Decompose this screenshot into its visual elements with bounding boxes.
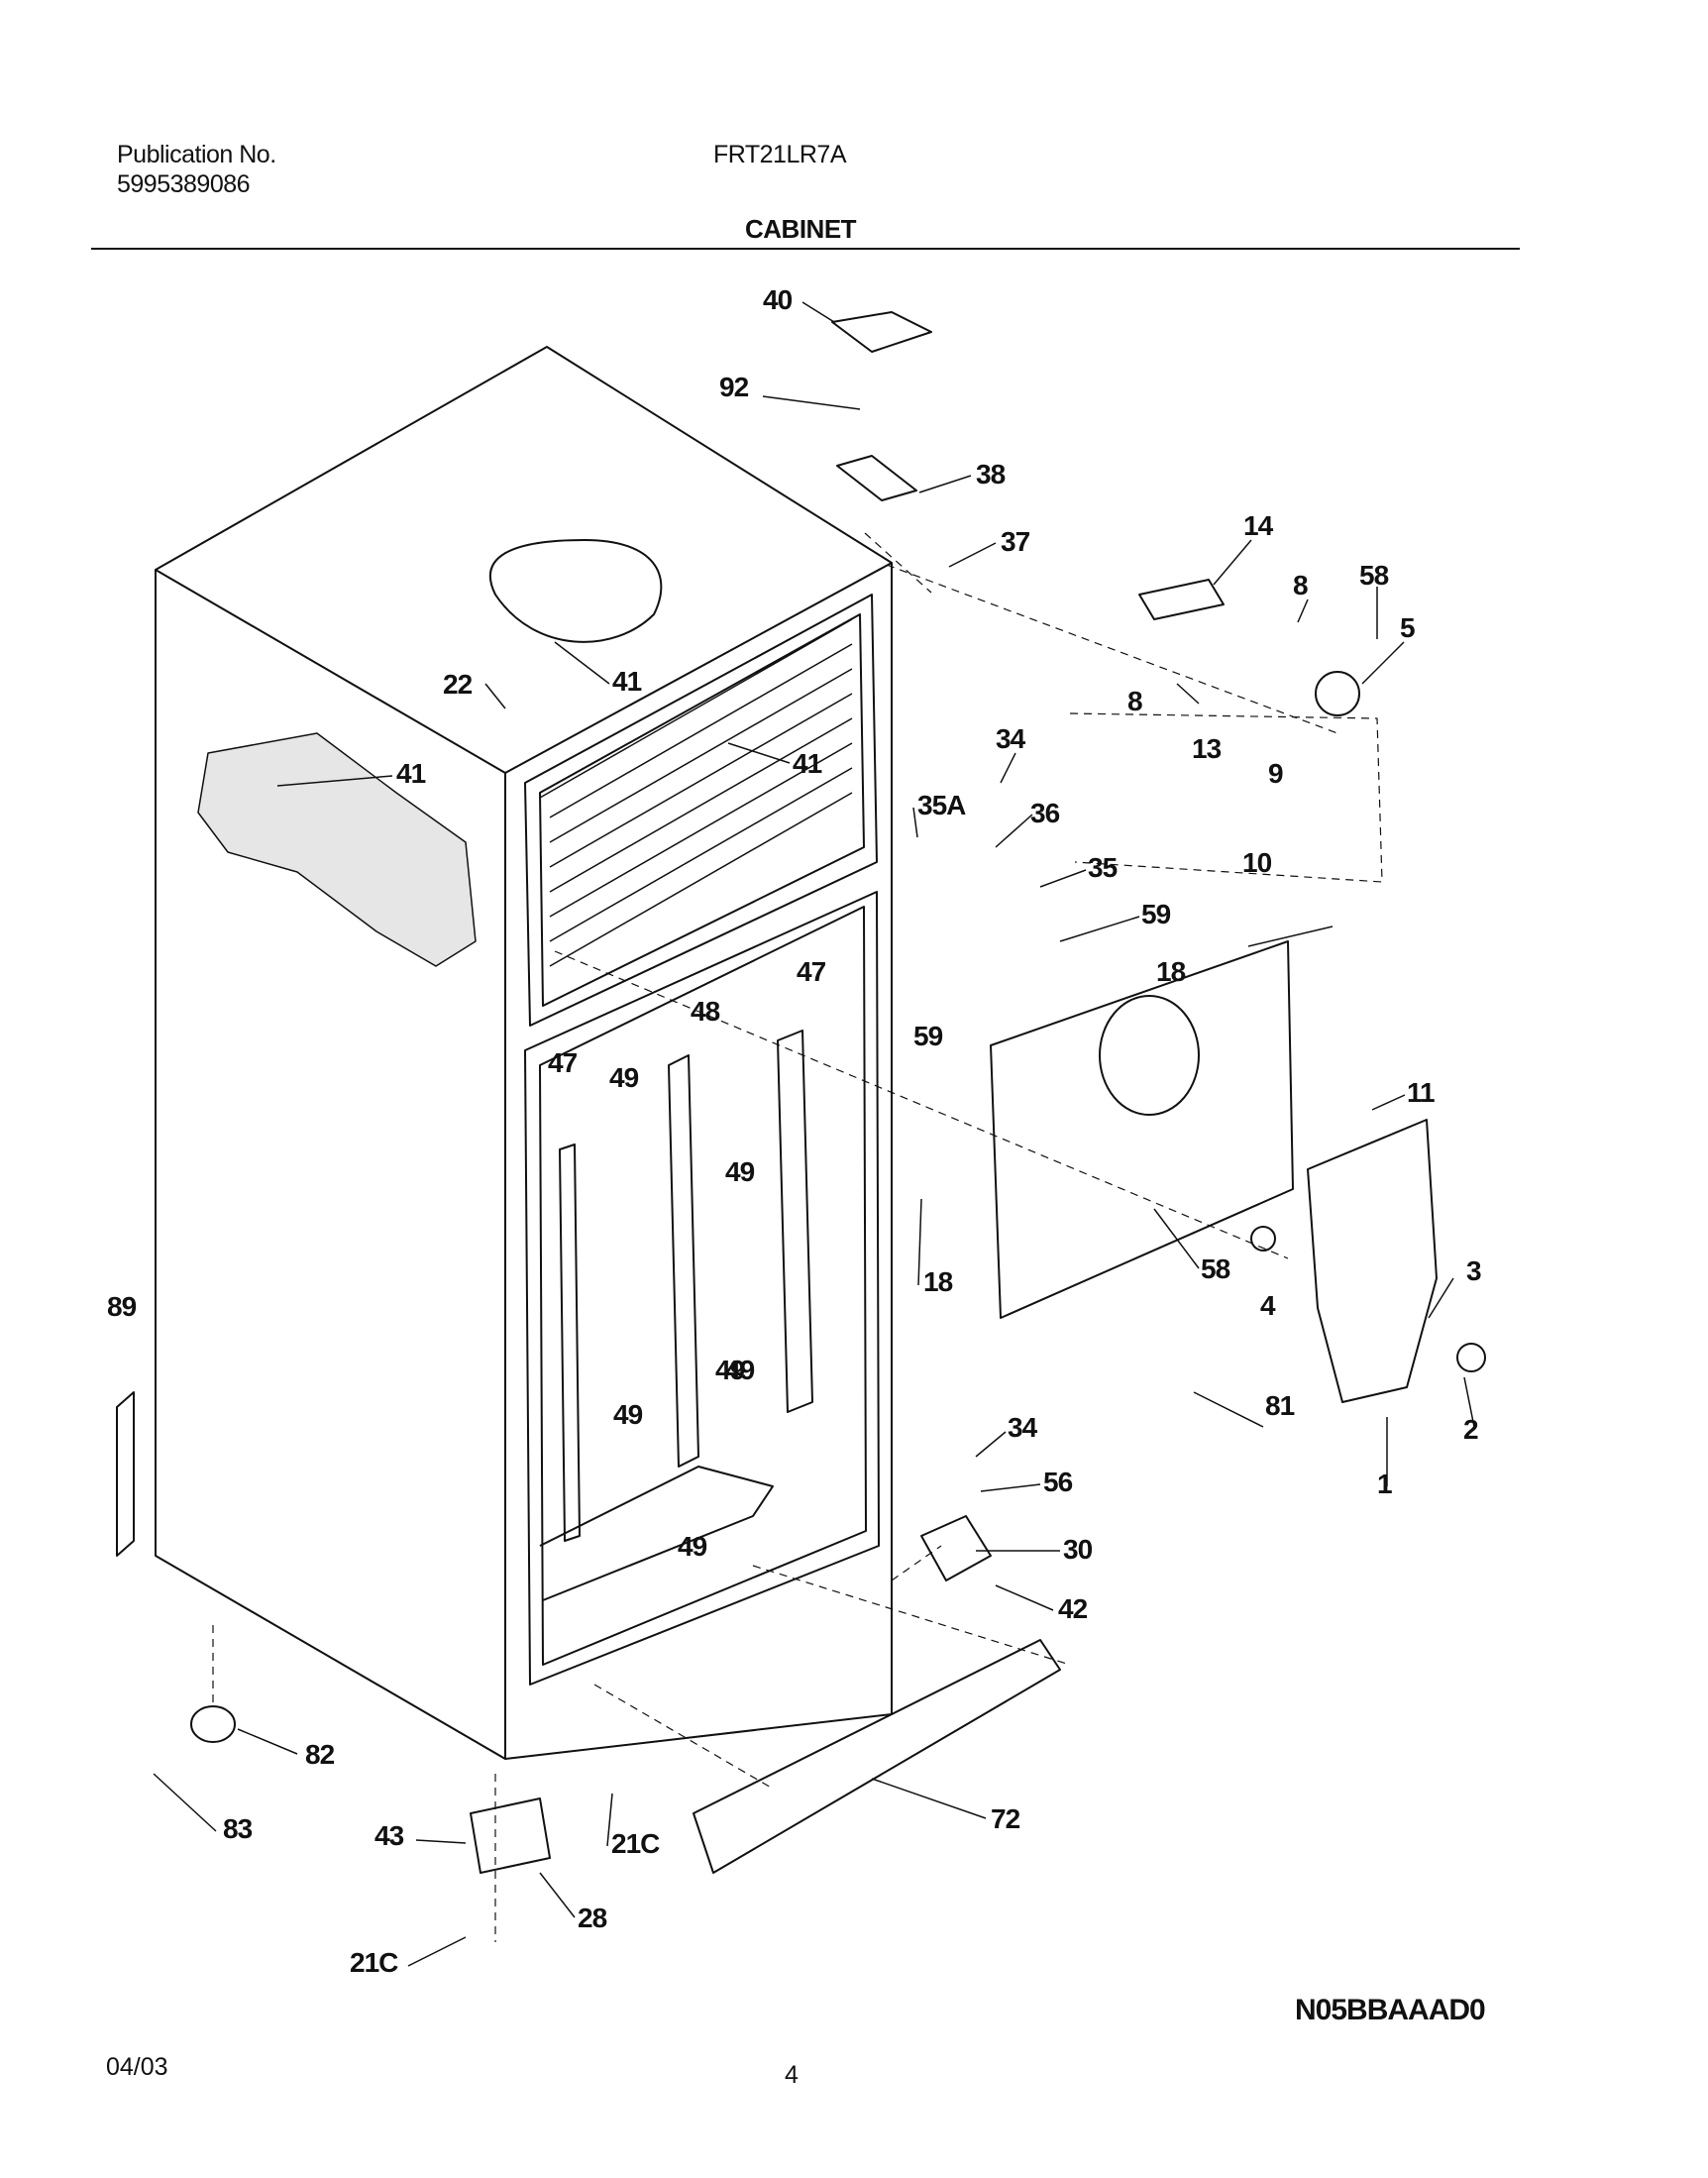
rear-bracket-89 <box>116 1391 135 1557</box>
callout: 58 <box>1201 1253 1230 1284</box>
callout: 35 <box>1088 852 1118 883</box>
callout: 34 <box>996 723 1026 754</box>
header-rule <box>91 248 1520 250</box>
callout: 28 <box>578 1903 607 1933</box>
callout-labels: 40 92 38 37 14 8 58 5 41 22 41 41 34 36 … <box>107 284 1482 1978</box>
shelf-rail-47-right <box>777 1030 813 1413</box>
callout: 42 <box>1058 1593 1088 1624</box>
control-knob-2 <box>1456 1343 1486 1372</box>
callout: 48 <box>691 996 720 1027</box>
callout: 49 <box>725 1355 755 1385</box>
leveler-82 <box>190 1705 236 1743</box>
section-title: CABINET <box>745 214 857 244</box>
callout: 21C <box>350 1947 398 1978</box>
callout: 41 <box>612 666 642 697</box>
fan-bracket-14 <box>1138 579 1225 620</box>
control-housing-1 <box>1307 1119 1438 1403</box>
drawing-id: N05BBAAAD0 <box>1295 1994 1486 2026</box>
callout: 18 <box>1156 956 1186 987</box>
callout: 59 <box>913 1021 943 1051</box>
callout: 59 <box>1141 899 1171 929</box>
callout: 43 <box>374 1820 404 1851</box>
callout: 56 <box>1043 1467 1073 1497</box>
callout: 8 <box>1127 686 1142 716</box>
callout: 41 <box>396 758 426 789</box>
model-number: FRT21LR7A <box>713 141 847 168</box>
callout: 49 <box>715 1355 745 1385</box>
callout: 5 <box>1400 612 1415 643</box>
callout: 83 <box>223 1813 253 1844</box>
publication-label: Publication No. <box>117 141 276 168</box>
callout: 1 <box>1377 1469 1392 1499</box>
evaporator-cover-10 <box>990 940 1294 1319</box>
toe-grille-72 <box>693 1639 1061 1874</box>
fan-blade-5 <box>1315 671 1360 716</box>
callout: 8 <box>1293 570 1308 600</box>
callout: 47 <box>548 1047 578 1078</box>
callout: 58 <box>1359 560 1389 591</box>
footer-date: 04/03 <box>106 2053 168 2081</box>
cabinet-shell <box>155 346 893 1760</box>
callout: 40 <box>763 284 793 315</box>
callout: 92 <box>719 372 749 402</box>
callout: 34 <box>1008 1412 1038 1443</box>
callout: 89 <box>107 1291 137 1322</box>
callout: 10 <box>1242 847 1272 878</box>
fresh-food-opening <box>524 891 880 1686</box>
callout: 18 <box>923 1266 953 1297</box>
callout: 49 <box>678 1531 707 1562</box>
callout: 13 <box>1192 733 1222 764</box>
callout: 49 <box>613 1399 643 1430</box>
callout: 82 <box>305 1739 335 1770</box>
callout: 14 <box>1243 510 1274 541</box>
callout: 41 <box>793 748 822 779</box>
callout: 22 <box>443 669 473 700</box>
callout: 2 <box>1463 1414 1478 1445</box>
callout: 9 <box>1268 758 1283 789</box>
callout: 72 <box>991 1803 1020 1834</box>
callout: 35A <box>917 790 966 820</box>
insulation-panel <box>197 732 477 967</box>
page-number: 4 <box>785 2061 799 2089</box>
freezer-opening <box>524 594 878 1027</box>
lower-hinge-30 <box>920 1515 992 1581</box>
callout: 11 <box>1407 1077 1435 1108</box>
callout: 4 <box>1260 1290 1276 1321</box>
callout: 30 <box>1063 1534 1093 1565</box>
callout: 38 <box>976 459 1006 490</box>
freezer-ribs <box>539 618 853 967</box>
shelf-rail-48 <box>668 1054 699 1468</box>
callout: 3 <box>1466 1255 1481 1286</box>
roller-bracket-43 <box>470 1797 551 1874</box>
publication-number: 5995389086 <box>117 170 251 198</box>
shelf-rail-47-left <box>559 1143 581 1542</box>
callout: 47 <box>797 956 826 987</box>
callout: 37 <box>1001 526 1030 557</box>
top-dome <box>488 539 663 643</box>
callout: 21C <box>611 1828 660 1859</box>
callout: 49 <box>609 1062 639 1093</box>
light-socket-4 <box>1250 1226 1276 1252</box>
callout: 36 <box>1030 798 1060 828</box>
callout: 49 <box>725 1156 755 1187</box>
top-hinge-38 <box>836 455 917 501</box>
hinge-cover-40 <box>831 311 932 353</box>
callout: 81 <box>1265 1390 1295 1421</box>
evaporator-cover-opening <box>1099 995 1200 1116</box>
